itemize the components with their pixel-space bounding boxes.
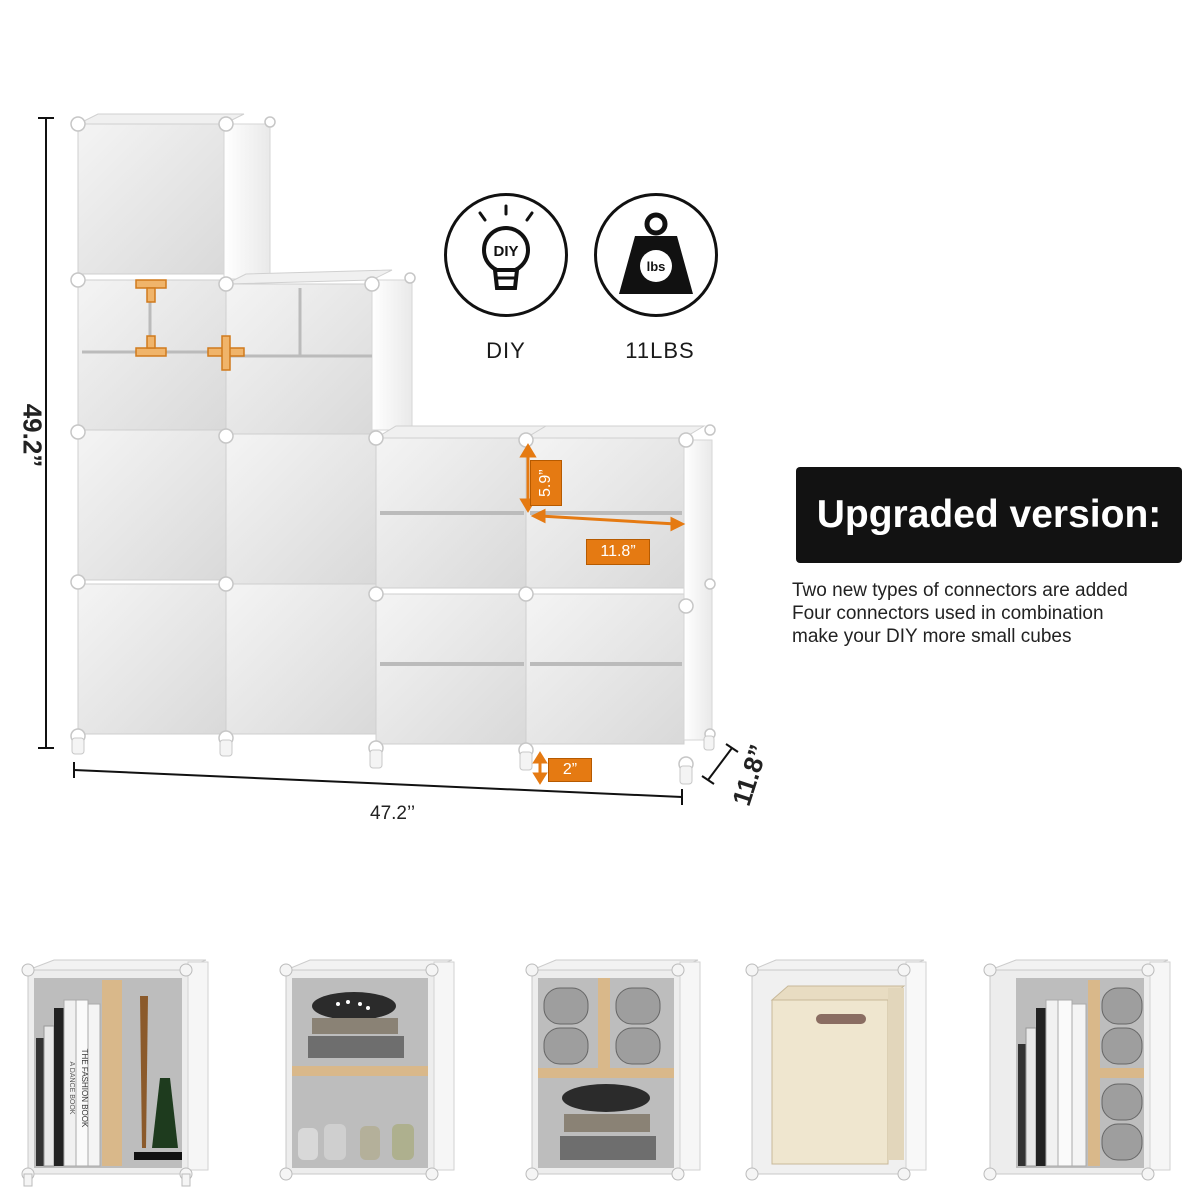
diy-label: DIY bbox=[486, 338, 526, 363]
diy-feature-circle: DIY bbox=[444, 193, 568, 317]
sneakers bbox=[298, 1124, 414, 1160]
shelf-left-column bbox=[77, 123, 271, 735]
fashion-book-spine: THE FASHION BOOK bbox=[80, 1049, 89, 1128]
upgrade-line: make your DIY more small cubes bbox=[792, 626, 1072, 647]
dance-book-spine: A DANCE BOOK bbox=[68, 1062, 75, 1115]
leg-height-arrow bbox=[532, 751, 548, 785]
thumbnail-books-towels-cube bbox=[983, 959, 1171, 1181]
width-label: 47.2’’ bbox=[370, 803, 416, 824]
shelf-illustration bbox=[38, 113, 739, 805]
thumbnail-books-cube: THE FASHION BOOK A DANCE BOOK bbox=[21, 959, 209, 1187]
upgrade-line: Two new types of connectors are added bbox=[792, 580, 1128, 601]
depth-dimension-line bbox=[701, 743, 739, 785]
diy-lightbulb-icon: DIY bbox=[478, 204, 534, 290]
thumbnail-towels-cube bbox=[525, 959, 701, 1181]
weight-feature-circle: lbs bbox=[594, 193, 718, 317]
shelf-height-badge: 5.9” bbox=[530, 460, 562, 506]
upgrade-title: Upgraded version: bbox=[816, 493, 1162, 536]
rolled-towels-2 bbox=[1101, 987, 1143, 1161]
rolled-towels bbox=[543, 987, 661, 1065]
height-label: 49.2” bbox=[17, 403, 48, 468]
thumbnail-storage-bin-cube bbox=[745, 959, 927, 1181]
books-stack bbox=[36, 999, 101, 1167]
width-dimension-line bbox=[73, 762, 683, 805]
upgrade-description: Two new types of connectors are added Fo… bbox=[792, 579, 1192, 648]
leg-height-badge: 2” bbox=[548, 758, 592, 782]
shelf-depth-badge: 11.8” bbox=[586, 539, 650, 565]
shelf-depth-arrow bbox=[530, 508, 686, 532]
height-dimension-line bbox=[38, 117, 54, 749]
upgrade-line: Four connectors used in combination bbox=[792, 603, 1104, 624]
weight-icon: lbs bbox=[619, 212, 693, 294]
upgrade-banner: Upgraded version: bbox=[796, 467, 1182, 563]
books-stack-2 bbox=[1018, 999, 1087, 1167]
weight-label: 11LBS bbox=[625, 338, 695, 363]
new-connector-highlights bbox=[135, 279, 245, 371]
thumbnail-shoes-cube bbox=[279, 959, 455, 1181]
diy-icon-text: DIY bbox=[493, 243, 518, 260]
shelf-legs bbox=[71, 735, 715, 785]
weight-icon-text: lbs bbox=[647, 259, 666, 274]
